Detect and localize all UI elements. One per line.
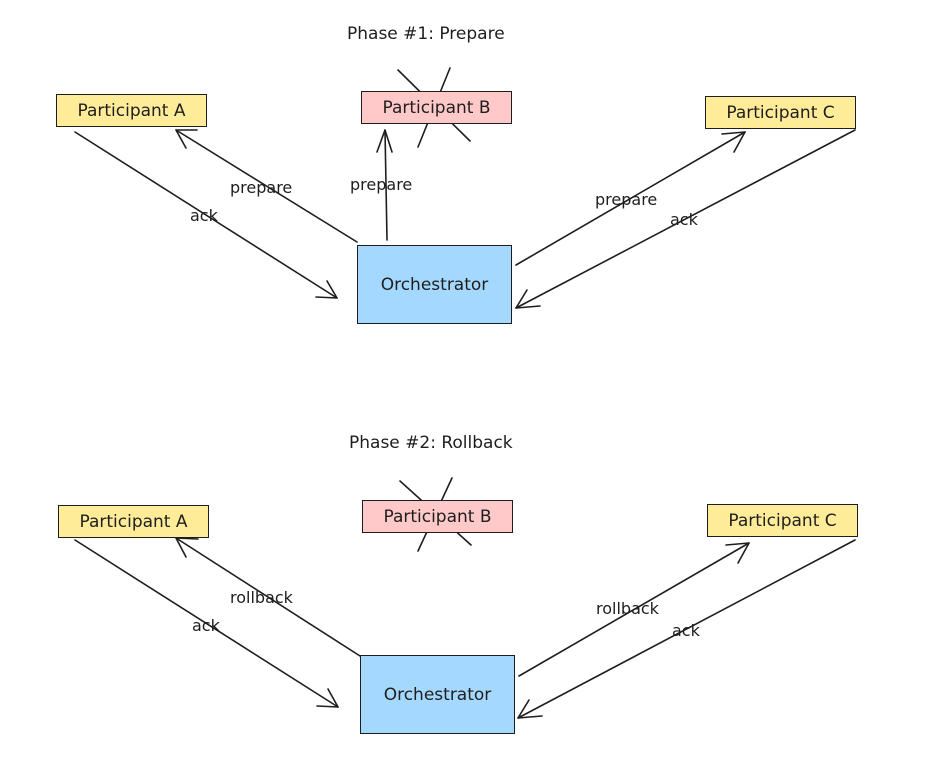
phase-2-arrows: [74, 477, 856, 719]
participant-b-box-2: Participant B: [362, 500, 513, 533]
rollback-arrow-to-c: [518, 542, 750, 677]
participant-a-label: Participant A: [77, 100, 186, 121]
participant-b-box: Participant B: [361, 91, 512, 124]
participant-b-label: Participant B: [382, 97, 491, 118]
prepare-label-b: prepare: [350, 175, 413, 194]
rollback-arrow-to-c-head: [725, 542, 750, 564]
prepare-arrow-to-c: [515, 131, 746, 266]
ack-arrow-from-a-2-head: [316, 688, 339, 708]
orchestrator-label: Orchestrator: [380, 274, 489, 295]
orchestrator-label-2: Orchestrator: [383, 684, 492, 705]
ack-arrow-from-c-2-head: [517, 699, 543, 719]
phase-2-title: Phase #2: Rollback: [349, 433, 513, 453]
rollback-label-a: rollback: [230, 588, 293, 607]
ack-arrow-from-a-2: [74, 539, 339, 708]
phase-1-arrows: [74, 67, 856, 309]
prepare-label-c: prepare: [595, 190, 658, 209]
rollback-arrow-to-a-head: [175, 537, 199, 558]
participant-a-label-2: Participant A: [79, 511, 188, 532]
participant-c-label: Participant C: [726, 102, 835, 123]
ack-label-a-2: ack: [192, 616, 220, 635]
participant-c-box-2: Participant C: [707, 504, 858, 537]
prepare-arrow-to-b-head: [376, 129, 393, 153]
orchestrator-box: Orchestrator: [357, 245, 512, 324]
prepare-label-a: prepare: [230, 178, 293, 197]
prepare-arrow-to-b: [384, 129, 388, 241]
prepare-arrow-to-a: [175, 129, 358, 243]
prepare-arrow-to-c-head: [721, 131, 746, 153]
rollback-label-c: rollback: [596, 599, 659, 618]
ack-arrow-from-c-2: [517, 539, 856, 719]
ack-arrow-from-a: [74, 131, 338, 299]
participant-a-box-2: Participant A: [58, 505, 209, 538]
orchestrator-box-2: Orchestrator: [360, 655, 515, 734]
ack-arrow-from-c-head: [515, 289, 541, 309]
ack-arrow-from-a-head: [315, 280, 338, 299]
ack-arrow-from-c: [515, 129, 856, 309]
participant-c-box: Participant C: [705, 96, 856, 129]
participant-b-label-2: Participant B: [383, 506, 492, 527]
participant-a-box: Participant A: [56, 94, 207, 127]
participant-c-label-2: Participant C: [728, 510, 837, 531]
prepare-arrow-to-a-head: [175, 129, 198, 149]
ack-label-c: ack: [670, 210, 698, 229]
rollback-arrow-to-a: [175, 537, 361, 657]
ack-label-c-2: ack: [672, 621, 700, 640]
ack-label-a: ack: [190, 206, 218, 225]
phase-1-title: Phase #1: Prepare: [347, 24, 505, 44]
